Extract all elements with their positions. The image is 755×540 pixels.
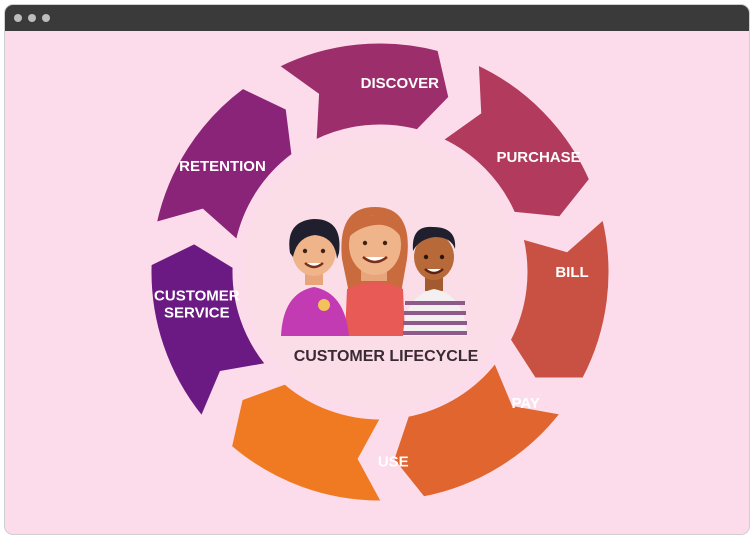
stage-label-use: USE <box>378 454 409 471</box>
man-striped-icon <box>403 226 467 336</box>
lifecycle-diagram: CUSTOMER LIFECYCLE DISCOVER PURCHASE BILL P… <box>148 40 612 504</box>
stage-segment-purchase <box>438 61 593 220</box>
stage-label-discover: DISCOVER <box>361 75 440 92</box>
window-titlebar <box>5 5 749 31</box>
stage-label-pay: PAY <box>511 395 539 412</box>
browser-window: CUSTOMER LIFECYCLE DISCOVER PURCHASE BILL P… <box>5 5 749 534</box>
minimize-dot[interactable] <box>28 14 36 22</box>
close-dot[interactable] <box>14 14 22 22</box>
customers-illustration <box>281 207 467 336</box>
center-label: CUSTOMER LIFECYCLE <box>294 348 479 365</box>
stage-segment-use <box>228 381 386 504</box>
stage-label-purchase: PURCHASE <box>496 149 580 166</box>
stage-label-retention: RETENTION <box>179 158 266 175</box>
maximize-dot[interactable] <box>42 14 50 22</box>
diagram-canvas: CUSTOMER LIFECYCLE DISCOVER PURCHASE BILL P… <box>5 31 749 534</box>
woman-red-icon <box>341 207 408 336</box>
lifecycle-ring <box>148 40 612 504</box>
stage-segment-bill <box>507 215 612 381</box>
stage-segment-retention <box>153 85 295 245</box>
stage-segment-pay <box>391 358 565 500</box>
stage-segment-discover <box>274 40 452 144</box>
stage-segment-customer-service <box>148 240 270 421</box>
woman-purple-icon <box>281 219 349 336</box>
stage-label-bill: BILL <box>555 264 588 281</box>
